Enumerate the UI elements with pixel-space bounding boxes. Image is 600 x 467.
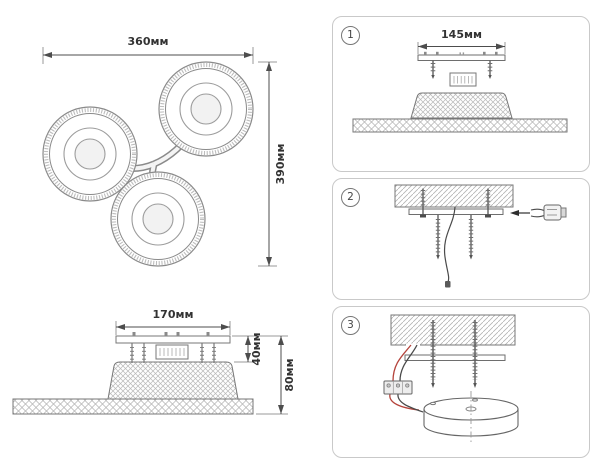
wire-connector: [530, 204, 567, 221]
top-view-figure: 360мм 390мм: [8, 14, 308, 300]
lamp-ring-bottom: [110, 171, 206, 267]
ring-band: [12, 398, 254, 415]
wire-outlet: [406, 343, 420, 347]
power-wire: [443, 206, 456, 288]
hanging-studs: [435, 215, 474, 260]
step-2-drawing: [394, 184, 567, 288]
step-2-panel: 2: [332, 178, 590, 300]
step-3-badge: 3: [341, 316, 360, 335]
lamp-ring-left: [42, 106, 138, 202]
terminal-block: [383, 380, 413, 395]
total-height-dimension: [256, 336, 288, 415]
mounting-bracket: [408, 208, 504, 215]
mounting-screws: [430, 320, 478, 388]
step-1-panel: 1 145мм: [332, 16, 590, 172]
left-arrow-icon: [510, 210, 530, 216]
side-view-figure: 170мм: [8, 306, 308, 466]
power-wires: [389, 344, 424, 413]
bracket-width-label: 170мм: [153, 308, 194, 321]
ceiling: [390, 314, 516, 346]
step-1-drawing: 145мм: [352, 28, 568, 133]
step-3-drawing: [383, 314, 519, 445]
total-height-label: 80мм: [283, 358, 296, 391]
mounting-bracket: [115, 332, 231, 344]
ring-band: [352, 118, 568, 133]
height-dimension: [258, 61, 277, 267]
bracket-width-label: 145мм: [441, 28, 482, 41]
height-dimension-label: 390мм: [274, 144, 287, 185]
canopy-screws: [430, 60, 493, 79]
canopy: [410, 92, 513, 119]
ceiling: [394, 184, 514, 208]
canopy: [107, 361, 239, 400]
width-dimension: [42, 47, 254, 64]
top-view-drawing: 360мм 390мм: [42, 35, 287, 267]
mounting-bracket: [404, 354, 506, 361]
ceiling-screws: [420, 188, 491, 218]
upper-height-label: 40мм: [250, 332, 263, 365]
step-2-badge: 2: [341, 188, 360, 207]
connection-screws: [130, 343, 216, 363]
canopy-base: [423, 397, 519, 437]
driver-box: [449, 72, 477, 87]
width-dimension-label: 360мм: [128, 35, 169, 48]
step-3-panel: 3: [332, 306, 590, 458]
bracket-width-dimension: [417, 42, 506, 54]
mounting-bracket: [417, 51, 506, 61]
lamp-ring-top-right: [158, 61, 254, 157]
side-view-drawing: 170мм: [12, 308, 296, 415]
driver-box: [155, 344, 189, 360]
step-1-badge: 1: [341, 26, 360, 45]
bracket-width-dimension: [115, 321, 231, 335]
